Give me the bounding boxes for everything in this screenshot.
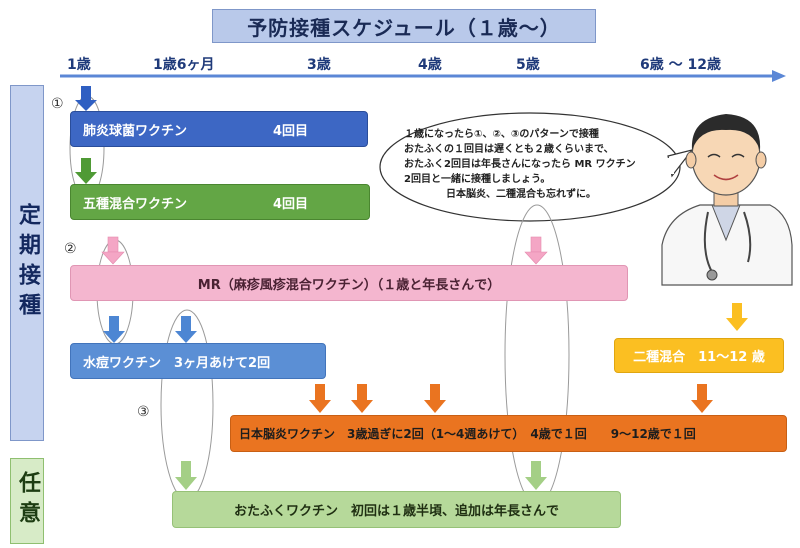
arrow-down-orange-4 [691,384,713,413]
arrow-down-lightblue-2 [175,316,197,343]
speech-line: おたふく2回目は年長さんになったら MR ワクチン [404,159,636,170]
side-label-routine: 定期接種 [10,85,44,441]
age-label-3y: 3歳 [307,57,331,73]
age-label-4y: 4歳 [418,57,442,73]
vaccine-name: 五種混合ワクチン [83,196,188,212]
pattern-marker-3: ③ [137,404,150,420]
vaccine-bar-dt: 二種混合 11～12 歳 [614,338,784,373]
arrow-down-pink-2 [524,236,548,265]
arrow-down-pink-1 [101,236,125,265]
arrow-down-lightgreen-1 [175,461,197,490]
speech-bubble-tail-cover [660,158,674,174]
arrow-down-orange-1 [309,384,331,413]
age-label-1y6m: 1歳6ヶ月 [153,57,215,73]
speech-line: 2回目と一緒に接種しましょう。 [404,174,551,185]
speech-bubble-shape [379,112,681,222]
speech-bubble-text: １歳になったら①、②、③のパターンで接種 おたふくの１回目は遅くとも２歳くらいま… [404,127,674,202]
speech-line: １歳になったら①、②、③のパターンで接種 [404,129,599,140]
timeline-arrowhead [772,70,786,82]
pattern-marker-1: ① [51,96,64,112]
side-label-routine-text: 定期接種 [15,203,40,323]
age-label-1y: 1歳 [67,57,91,73]
vaccine-name: 肺炎球菌ワクチン [83,123,188,139]
doctor-illustration [661,114,793,286]
vaccine-doses: 4回目 [273,123,309,139]
arrow-down-blue-1 [75,86,97,111]
side-label-optional: 任意 [10,458,44,544]
speech-line: おたふくの１回目は遅くとも２歳くらいまで、 [404,144,614,155]
arrow-down-orange-2 [351,384,373,413]
pattern-marker-2: ② [64,241,77,257]
arrow-down-lightgreen-2 [525,461,547,490]
arrow-down-green-1 [75,158,97,184]
vaccine-bar-pneumococcal: 肺炎球菌ワクチン 4回目 [70,111,368,147]
page-title: 予防接種スケジュール（１歳～） [212,9,596,43]
arrow-down-lightblue-1 [103,316,125,343]
vaccine-bar-mumps: おたふくワクチン 初回は１歳半頃、追加は年長さんで [172,491,621,528]
vaccine-bar-mr: MR（麻疹風疹混合ワクチン）（１歳と年長さんで） [70,265,628,301]
speech-line: 日本脳炎、二種混合も忘れずに。 [446,189,596,200]
age-label-5y: 5歳 [516,57,540,73]
vaccine-doses: 4回目 [273,196,309,212]
vaccine-bar-varicella: 水痘ワクチン 3ヶ月あけて2回 [70,343,326,379]
vaccine-bar-pentavalent: 五種混合ワクチン 4回目 [70,184,370,220]
arrow-down-yellow-1 [726,303,748,331]
arrow-down-orange-3 [424,384,446,413]
vaccine-bar-japanese-encephalitis: 日本脳炎ワクチン 3歳過ぎに2回（1～4週あけて） 4歳で１回 9～12歳で１回 [230,415,787,452]
side-label-optional-text: 任意 [15,471,40,531]
age-label-6-12y: 6歳 ～ 12歳 [640,57,721,73]
